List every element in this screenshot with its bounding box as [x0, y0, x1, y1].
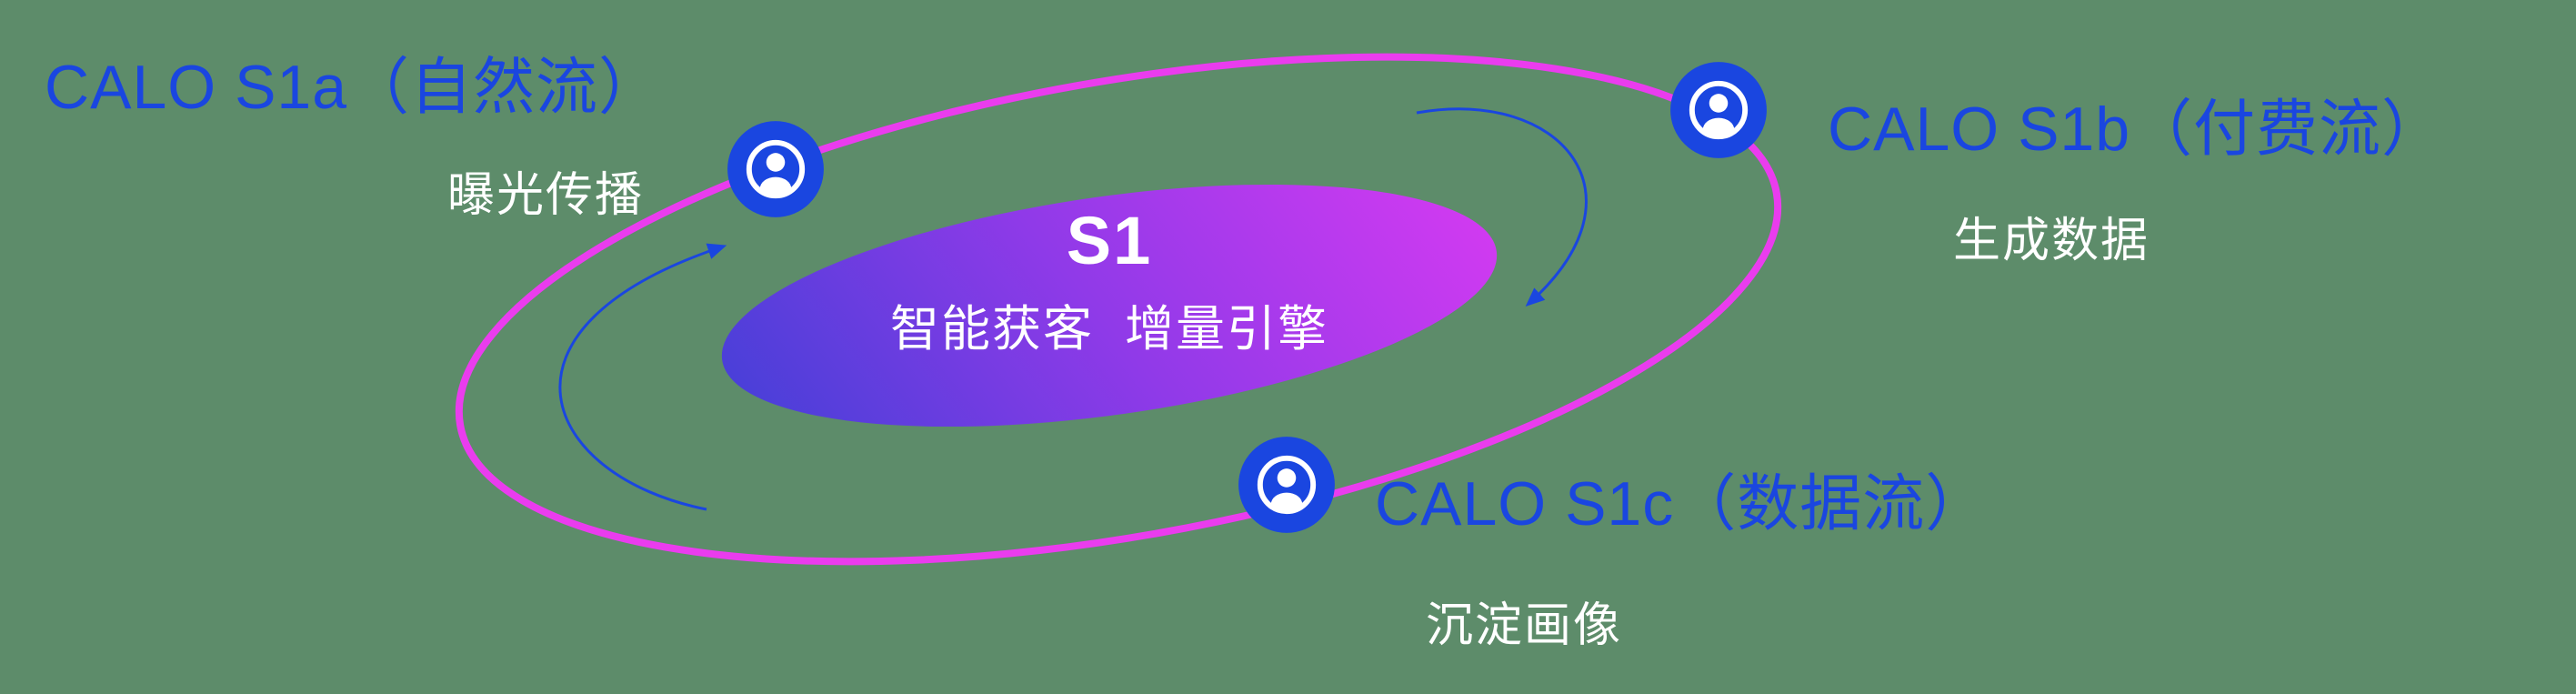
user-icon	[1238, 436, 1336, 534]
core-text-block: S1 智能获客 增量引擎	[705, 202, 1514, 360]
core-title: S1	[1066, 203, 1153, 278]
core-subtitle: 智能获客 增量引擎	[889, 302, 1328, 357]
user-icon	[727, 120, 825, 218]
node-label-s1a: CALO S1a（自然流）	[45, 53, 662, 122]
node-label-s1c: CALO S1c（数据流）	[1375, 469, 1989, 538]
node-sublabel-s1a: 曝光传播	[447, 169, 645, 222]
node-sublabel-s1b: 生成数据	[1953, 215, 2150, 267]
node-sublabel-s1c: 沉淀画像	[1426, 599, 1623, 652]
flow-arrow-left	[558, 243, 727, 511]
node-label-s1b: CALO S1b（付费流）	[1828, 95, 2445, 164]
user-icon	[1669, 61, 1768, 159]
